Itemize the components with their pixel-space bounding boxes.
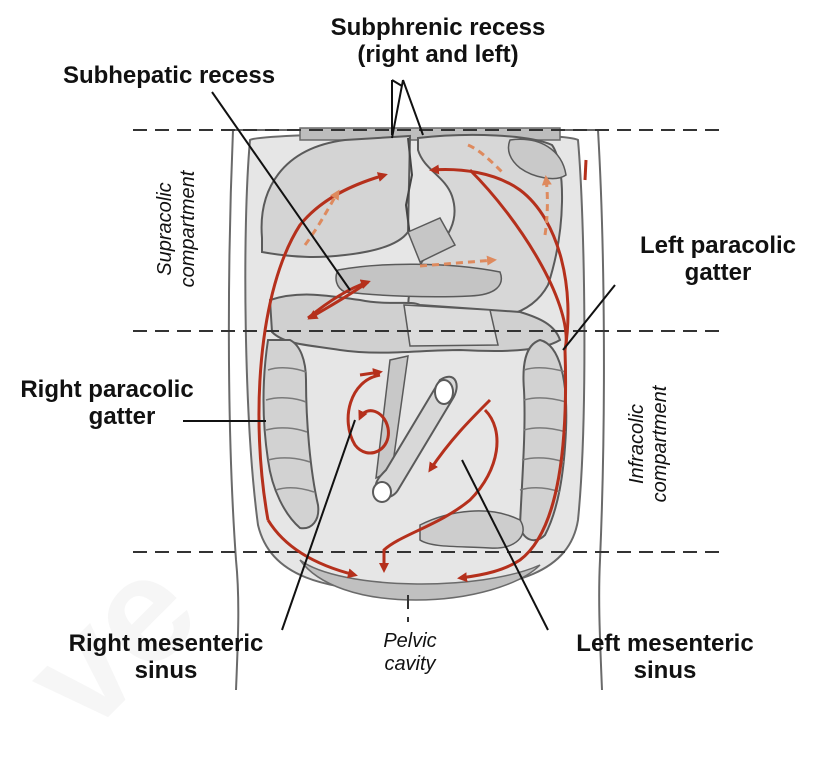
- label-infracolic-compartment: Infracolic compartment: [626, 374, 674, 514]
- label-supracolic-compartment: Supracolic compartment: [154, 159, 202, 299]
- label-pelvic-cavity: Pelvic cavity: [360, 630, 460, 676]
- label-right-mesenteric-line2: sinus: [50, 657, 282, 684]
- anatomy-illustration: [0, 0, 833, 690]
- label-left-mesenteric-line2: sinus: [555, 657, 775, 684]
- label-subphrenic-line1: Subphrenic recess: [308, 14, 568, 41]
- label-pelvic-line1: Pelvic: [360, 630, 460, 653]
- label-supracolic-line2: compartment: [177, 159, 200, 299]
- label-left-paracolic-gatter: Left paracolic gatter: [628, 232, 808, 286]
- label-subphrenic-recess: Subphrenic recess (right and left): [308, 14, 568, 68]
- omentum-fold: [404, 305, 498, 346]
- label-right-paracolic-line2: gatter: [2, 403, 212, 430]
- bowel-lumen-top: [435, 380, 453, 404]
- label-left-mesenteric-sinus: Left mesenteric sinus: [555, 630, 775, 684]
- label-right-mesenteric-line1: Right mesenteric: [50, 630, 282, 657]
- peritoneal-spaces-diagram: ve: [0, 0, 833, 690]
- label-subhepatic-recess: Subhepatic recess: [38, 62, 300, 89]
- label-supracolic-line1: Supracolic: [154, 159, 177, 299]
- pancreas: [336, 264, 501, 297]
- label-left-paracolic-line1: Left paracolic: [628, 232, 808, 259]
- label-infracolic-line2: compartment: [649, 374, 672, 514]
- label-infracolic-line1: Infracolic: [626, 374, 649, 514]
- label-left-mesenteric-line1: Left mesenteric: [555, 630, 775, 657]
- label-left-paracolic-line2: gatter: [628, 259, 808, 286]
- label-right-paracolic-gatter: Right paracolic gatter: [2, 376, 212, 430]
- label-subphrenic-line2: (right and left): [308, 41, 568, 68]
- bowel-lumen-bottom: [373, 482, 391, 502]
- label-right-paracolic-line1: Right paracolic: [2, 376, 212, 403]
- label-right-mesenteric-sinus: Right mesenteric sinus: [50, 630, 282, 684]
- label-pelvic-line2: cavity: [360, 653, 460, 676]
